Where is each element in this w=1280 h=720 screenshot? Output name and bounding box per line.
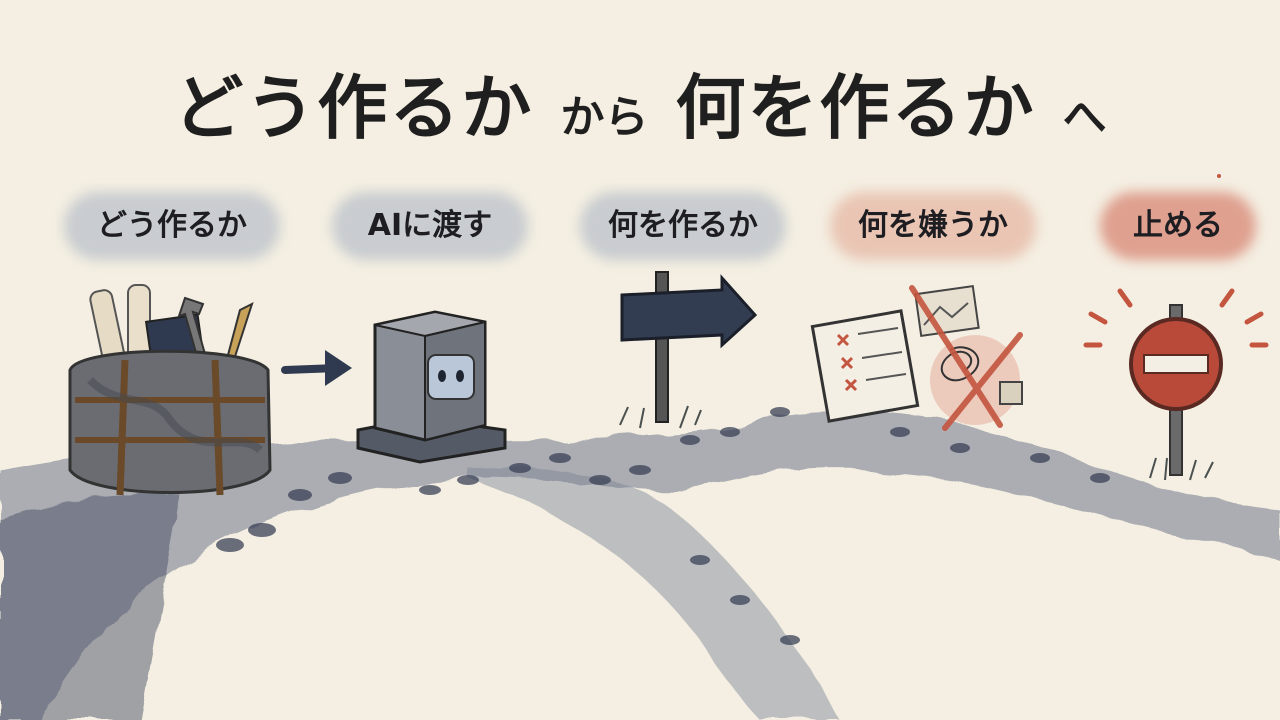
step-label-hand-to-ai: AIに渡す <box>350 198 510 254</box>
toolbag-icon <box>68 284 272 496</box>
title-part-from: から <box>560 92 649 143</box>
footprints <box>216 407 1110 645</box>
step-label-stop: 止める <box>1118 198 1238 254</box>
paint-dot <box>1217 174 1221 178</box>
ai-box-icon <box>356 310 507 464</box>
road <box>0 412 1280 720</box>
step-label-how: どう作るか <box>82 198 262 254</box>
title-part-what: 何を作るか <box>675 66 1036 149</box>
signpost-arrow-icon <box>619 271 758 429</box>
rejected-checklist-icon <box>810 285 1023 431</box>
step-label-what-to-avoid: 何を嫌うか <box>848 198 1018 254</box>
arrow-icon <box>281 350 352 386</box>
stop-sign-icon <box>1083 288 1269 481</box>
step-label-what: 何を作るか <box>598 198 768 254</box>
title-part-to: へ <box>1062 92 1107 143</box>
page-title: どう作るか から 何を作るか へ <box>0 52 1280 153</box>
title-part-how: どう作るか <box>173 66 534 149</box>
